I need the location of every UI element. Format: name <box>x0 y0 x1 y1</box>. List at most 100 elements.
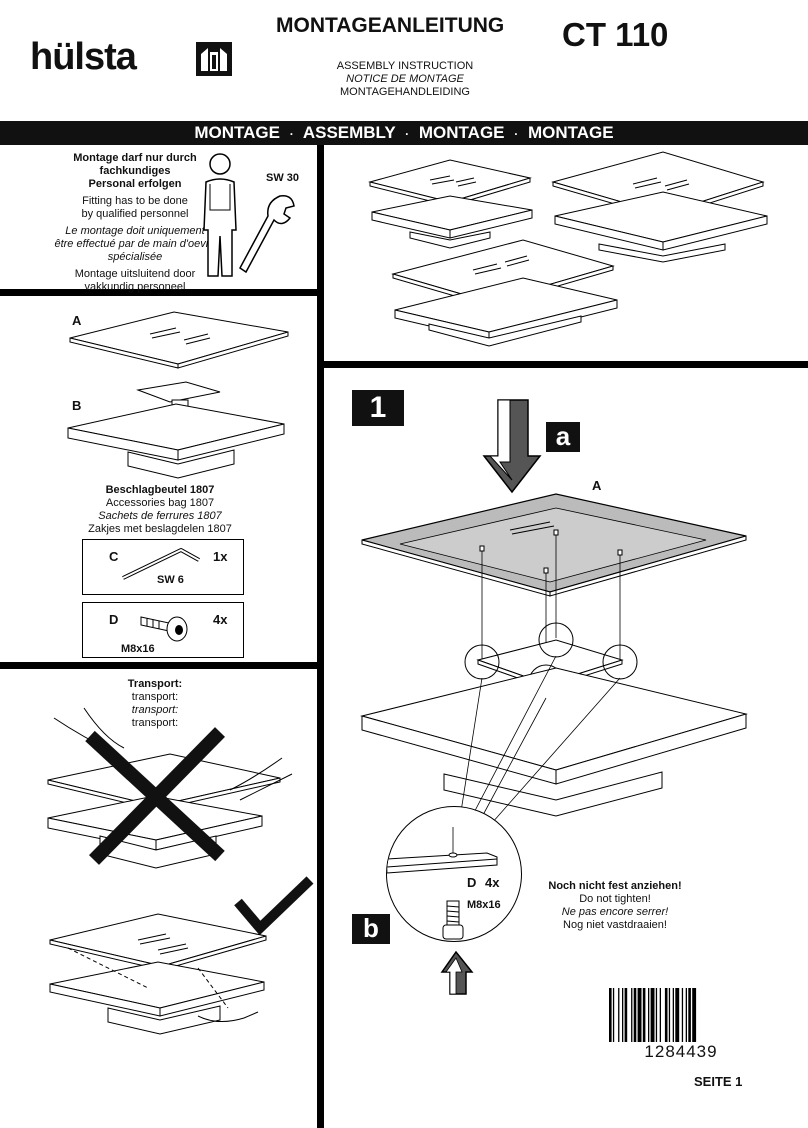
barcode <box>609 988 697 1042</box>
notice-en-line: by qualified personnel <box>81 208 189 220</box>
wrong-transport-illustration <box>47 707 293 869</box>
screw-icon <box>140 616 188 642</box>
part-c-letter: C <box>109 549 119 564</box>
part-d-spec: M8x16 <box>121 643 155 655</box>
notice-de-line: Montage darf nur durch <box>73 152 197 164</box>
notice-nl-line: vakkundig personeel <box>84 281 186 293</box>
allen-key-icon <box>122 548 200 580</box>
correct-transport-illustration <box>49 913 267 1035</box>
barcode-bar <box>672 988 674 1042</box>
part-c-spec: SW 6 <box>157 574 184 586</box>
title-dutch: MONTAGEHANDLEIDING <box>340 86 470 98</box>
horizontal-divider-right <box>324 361 808 368</box>
part-a-label: A <box>72 313 82 328</box>
detail-d-quantity: 4x <box>485 875 500 890</box>
title-english: ASSEMBLY INSTRUCTION <box>336 60 474 72</box>
transport-de: Transport: <box>127 678 183 690</box>
barcode-bar <box>609 988 612 1042</box>
barcode-bar <box>612 988 615 1042</box>
part-c-quantity: 1x <box>213 549 228 564</box>
barcode-bar <box>622 988 624 1042</box>
vertical-divider <box>317 145 324 1128</box>
barcode-bar <box>655 988 658 1042</box>
warning-fr: Ne pas encore serrer! <box>561 906 669 918</box>
checkmark-icon <box>234 876 314 936</box>
notice-fr-line: être effectué par de main d'oevre <box>54 238 216 250</box>
barcode-bar <box>688 988 691 1042</box>
bag-fr: Sachets de ferrures 1807 <box>98 510 222 522</box>
step-label-a: A <box>592 478 602 493</box>
barcode-bar <box>659 988 661 1042</box>
table-variant-rectangular <box>391 239 618 347</box>
barcode-bar <box>633 988 637 1042</box>
barcode-bar <box>648 988 650 1042</box>
part-d-quantity: 4x <box>213 612 228 627</box>
part-b-label: B <box>72 398 82 413</box>
step-number: 1 <box>369 391 387 424</box>
notice-fr-line: Le montage doit uniquement <box>65 225 205 237</box>
horizontal-divider-left-2 <box>0 662 317 669</box>
bag-de: Beschlagbeutel 1807 <box>105 484 215 496</box>
bag-en: Accessories bag 1807 <box>105 497 215 509</box>
bag-nl: Zakjes met beslagdelen 1807 <box>88 523 232 535</box>
barcode-bar <box>642 988 646 1042</box>
barcode-number: 1284439 <box>644 1042 718 1061</box>
arrow-down-icon <box>482 399 542 494</box>
arrow-up-icon <box>440 950 474 995</box>
substep-b-letter: b <box>363 913 379 943</box>
barcode-bar <box>681 988 684 1042</box>
banner-separator: · <box>514 127 519 141</box>
warning-nl: Nog niet vastdraaien! <box>563 919 667 931</box>
horizontal-divider-left-1 <box>0 289 317 296</box>
accessories-bag-heading: Beschlagbeutel 1807 Accessories bag 1807… <box>70 484 250 536</box>
table-variant-square <box>551 151 768 263</box>
banner-word-3: MONTAGE <box>418 123 505 142</box>
banner-word-2: ASSEMBLY <box>302 123 396 142</box>
notice-fr-line: spécialisée <box>107 251 163 263</box>
notice-nl-line: Montage uitsluitend door <box>74 268 196 280</box>
detail-d-spec: M8x16 <box>467 899 501 911</box>
model-number: CT 110 <box>562 16 669 53</box>
substep-a-badge: a <box>546 422 580 452</box>
transport-en: transport: <box>131 691 179 703</box>
detail-magnifier: D 4x M8x16 <box>386 806 522 942</box>
banner-separator: · <box>405 127 410 141</box>
table-variant-small <box>368 159 533 249</box>
substep-a-letter: a <box>555 421 571 451</box>
section-banner: MONTAGE · ASSEMBLY · MONTAGE · MONTAGE <box>0 121 808 145</box>
part-d-box: D 4x M8x16 <box>82 602 244 658</box>
technician-icon <box>203 153 237 277</box>
substep-b-badge: b <box>352 914 390 944</box>
tighten-warning: Noch nicht fest anziehen! Do not tighten… <box>530 880 700 932</box>
page-number: SEITE 1 <box>694 1074 743 1089</box>
brand-logo: hülsta <box>30 36 240 80</box>
table-base-part-b <box>67 381 285 479</box>
transport-fr: transport: <box>131 704 179 716</box>
banner-separator: · <box>289 127 294 141</box>
barcode-bar <box>675 988 680 1042</box>
title-german: MONTAGEANLEITUNG <box>276 14 505 37</box>
part-d-letter: D <box>109 612 119 627</box>
part-c-box: C 1x SW 6 <box>82 539 244 595</box>
detail-d-letter: D <box>467 875 477 890</box>
assembly-diagram <box>360 493 748 833</box>
warning-de: Noch nicht fest anziehen! <box>548 880 682 892</box>
wrench-icon <box>239 194 295 274</box>
brand-emblem-icon <box>196 42 232 76</box>
glass-top-part-a <box>69 311 289 369</box>
barcode-bar <box>631 988 633 1042</box>
personnel-notice: Montage darf nur durch fachkundiges Pers… <box>40 152 230 294</box>
brand-name: hülsta <box>30 36 137 78</box>
notice-de-line: Personal erfolgen <box>88 178 182 190</box>
warning-en: Do not tighten! <box>579 893 651 905</box>
barcode-bar <box>692 988 697 1042</box>
cross-mark-icon <box>85 727 225 865</box>
barcode-bar <box>668 988 671 1042</box>
banner-word-4: MONTAGE <box>527 123 614 142</box>
barcode-bar <box>664 988 668 1042</box>
barcode-bar <box>624 988 628 1042</box>
barcode-bar <box>637 988 642 1042</box>
notice-en-line: Fitting has to be done <box>82 195 188 207</box>
banner-word-1: MONTAGE <box>194 123 280 142</box>
barcode-bar <box>650 988 655 1042</box>
